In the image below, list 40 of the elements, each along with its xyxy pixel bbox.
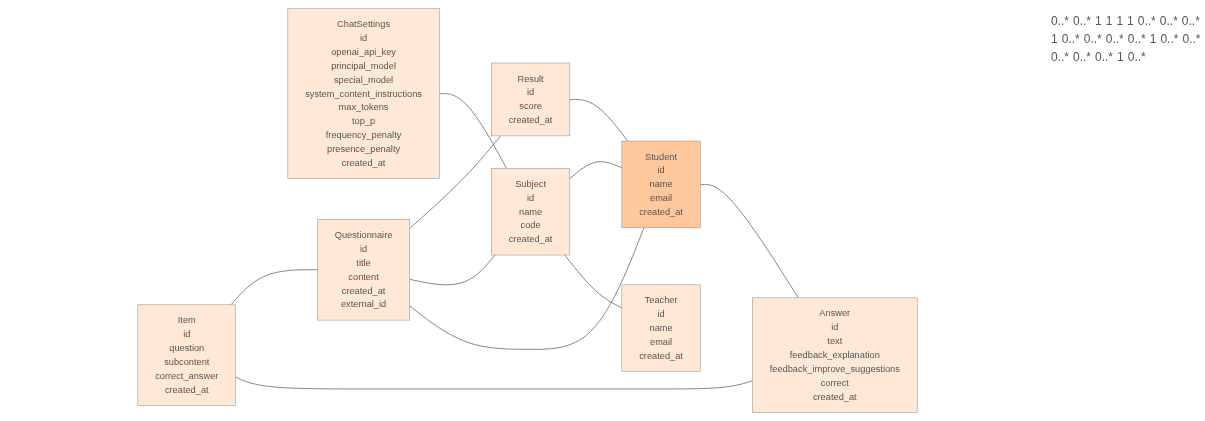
multiplicity-label: 1 <box>1127 14 1134 28</box>
node-box: ChatSettings id openai_api_key principal_model special_model system_content_instructions max_tokens top_p frequency_penalty presence_penalty created_at <box>287 8 440 179</box>
multiplicity-label: 1 <box>1117 50 1124 64</box>
multiplicity-label: 0..* <box>1095 50 1114 64</box>
node-box: Subject id name code created_at <box>491 168 571 256</box>
connector <box>409 135 501 229</box>
connector <box>569 99 629 142</box>
connector <box>235 376 753 390</box>
multiplicity-label: 0..* <box>1159 14 1178 28</box>
multiplicity-label: 0..* <box>1160 32 1179 46</box>
multiplicity-label: 0..* <box>1073 50 1092 64</box>
node-box: Questionnaire id title content created_at external_id <box>317 219 410 321</box>
multiplicity-label: 1 <box>1095 14 1102 28</box>
multiplicity-label: 0..* <box>1073 14 1092 28</box>
multiplicity-label: 0..* <box>1127 32 1146 46</box>
multiplicity-label: 0..* <box>1061 32 1080 46</box>
node-box: Teacher id name email created_at <box>621 284 701 372</box>
multiplicity-label: 1 <box>1051 32 1058 46</box>
node-box: Item id question subcontent correct_answer created_at <box>137 304 237 406</box>
multiplicity-label: 1 <box>1116 14 1124 28</box>
connector <box>569 161 623 179</box>
multiplicity-label: 0..* <box>1083 32 1102 46</box>
multiplicity-label: 0..* <box>1051 50 1069 64</box>
multiplicity-label: 0..* <box>1137 14 1156 28</box>
multiplicity-label: 1 <box>1149 32 1157 46</box>
connector <box>409 227 645 350</box>
node-box: Student id name email created_at <box>621 140 701 229</box>
connector <box>564 254 623 309</box>
connector <box>439 93 507 169</box>
multiplicity-label: 0..* <box>1182 32 1201 46</box>
multiplicity-label: 0..* <box>1105 32 1124 46</box>
node-box: Answer id text feedback_explanation feedback_improve_suggestions correct created_at <box>752 297 918 413</box>
multiplicity-label: 0..* <box>1051 14 1069 28</box>
node-box: Result id score created_at <box>491 62 571 137</box>
connector <box>409 254 496 286</box>
multiplicity-label: 1 <box>1105 14 1113 28</box>
connector <box>230 269 318 306</box>
multiplicity-label: 0..* <box>1127 50 1146 64</box>
multiplicity-label: 0..* <box>1181 14 1200 28</box>
connector <box>700 184 799 299</box>
